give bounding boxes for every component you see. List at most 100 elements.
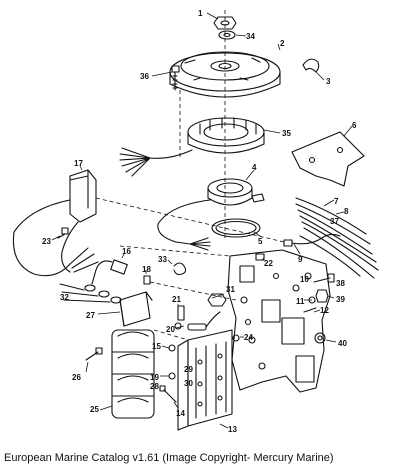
leader-25	[99, 405, 113, 411]
callout-10: 10	[300, 275, 309, 284]
leader-5	[253, 231, 261, 237]
part-26-screw	[85, 347, 103, 361]
leader-4	[245, 169, 255, 181]
part-9-wire	[283, 233, 341, 247]
part-35-stator	[119, 117, 265, 177]
leader-3	[315, 71, 325, 81]
part-4-trigger	[157, 178, 265, 251]
leader-36	[151, 71, 173, 77]
leader-13	[219, 423, 229, 429]
part-3-key	[302, 58, 320, 73]
leader-16	[121, 253, 125, 259]
callout-8: 8	[344, 207, 349, 216]
leader-39	[327, 295, 335, 299]
part-36-bolt	[171, 65, 180, 91]
part-13-terminal-block	[177, 329, 233, 431]
leader-8	[335, 211, 345, 215]
leader-35	[263, 129, 281, 134]
callout-14: 14	[176, 409, 185, 418]
callout-29: 29	[184, 365, 193, 374]
part-6-bracket	[291, 131, 365, 187]
leader-12	[313, 309, 321, 313]
part-40-grommet	[314, 332, 326, 344]
part-18-clip	[143, 275, 151, 285]
part-27-coil-pack	[119, 291, 153, 327]
part-38-bolt	[313, 273, 335, 283]
part-22-connector	[255, 253, 265, 261]
callout-18: 18	[142, 265, 151, 274]
leader-22	[261, 257, 265, 261]
leader-2	[277, 43, 281, 51]
callout-39: 39	[336, 295, 345, 304]
leader-20	[175, 325, 185, 329]
part-15-19-14-hardware	[159, 344, 177, 403]
alignment-line-plate	[119, 245, 231, 257]
callout-11: 11	[296, 297, 305, 306]
part-21-20-hardware	[174, 305, 221, 331]
leader-23	[51, 235, 61, 241]
callout-30: 30	[184, 379, 193, 388]
leader-9	[293, 243, 301, 255]
part-32-boots	[59, 283, 122, 304]
part-5-gasket	[211, 218, 261, 238]
leader-7	[323, 199, 335, 207]
callout-23: 23	[42, 237, 51, 246]
callout-22: 22	[264, 259, 273, 268]
callout-28: 28	[150, 382, 159, 391]
leader-31	[211, 293, 225, 299]
leader-1	[206, 12, 219, 20]
part-mounting-plate	[227, 249, 331, 393]
leader-17	[79, 165, 83, 171]
callout-7: 7	[334, 197, 339, 206]
leader-34	[235, 34, 247, 37]
part-23-screw	[57, 227, 69, 239]
part-12-fitting	[303, 307, 317, 313]
callout-16: 16	[122, 247, 131, 256]
alignment-line-coil	[95, 197, 285, 243]
callout-36: 36	[140, 72, 149, 81]
callout-27: 27	[86, 311, 95, 320]
callout-33: 33	[158, 255, 167, 264]
part-31-fitting	[207, 293, 227, 307]
leader-14	[173, 401, 179, 409]
callout-9: 9	[298, 255, 303, 264]
callout-25: 25	[90, 405, 99, 414]
leader-27	[97, 311, 121, 315]
leader-6	[343, 125, 353, 137]
leader-33	[167, 259, 173, 265]
alignment-line-mount	[149, 281, 237, 301]
leader-15	[161, 345, 170, 349]
alignment-line-box	[153, 329, 189, 341]
image-caption: European Marine Catalog v1.61 (Image Cop…	[4, 452, 334, 464]
callout-1: 1	[198, 9, 203, 18]
part-16-connector	[91, 259, 128, 285]
part-17-coil	[12, 169, 99, 277]
callout-35: 35	[282, 129, 291, 138]
callout-38: 38	[336, 279, 345, 288]
callout-21: 21	[172, 295, 181, 304]
callout-24: 24	[244, 333, 253, 342]
callout-12: 12	[320, 306, 329, 315]
part-33-spring	[173, 262, 187, 276]
callout-32: 32	[60, 293, 69, 302]
callout-37: 37	[330, 217, 339, 226]
callout-17: 17	[74, 159, 83, 168]
callout-4: 4	[252, 163, 257, 172]
part-34-washer	[218, 30, 236, 40]
callout-15: 15	[152, 342, 161, 351]
callout-31: 31	[226, 285, 235, 294]
callout-20: 20	[166, 325, 175, 334]
part-25-switch-box	[111, 329, 155, 419]
callout-3: 3	[326, 77, 331, 86]
part-7-8-wire-harness	[295, 197, 379, 279]
callout-26: 26	[72, 373, 81, 382]
callout-5: 5	[258, 237, 263, 246]
leader-40	[325, 339, 337, 343]
callout-40: 40	[338, 339, 347, 348]
callout-6: 6	[352, 121, 357, 130]
part-24-fitting	[232, 334, 240, 342]
callout-13: 13	[228, 425, 237, 434]
leader-26	[85, 361, 89, 373]
exploded-parts-diagram: 1 2 3 4 5 6 7 8 9 10 11 12 13 14 15 16 1…	[12, 9, 379, 434]
callout-34: 34	[246, 32, 255, 41]
